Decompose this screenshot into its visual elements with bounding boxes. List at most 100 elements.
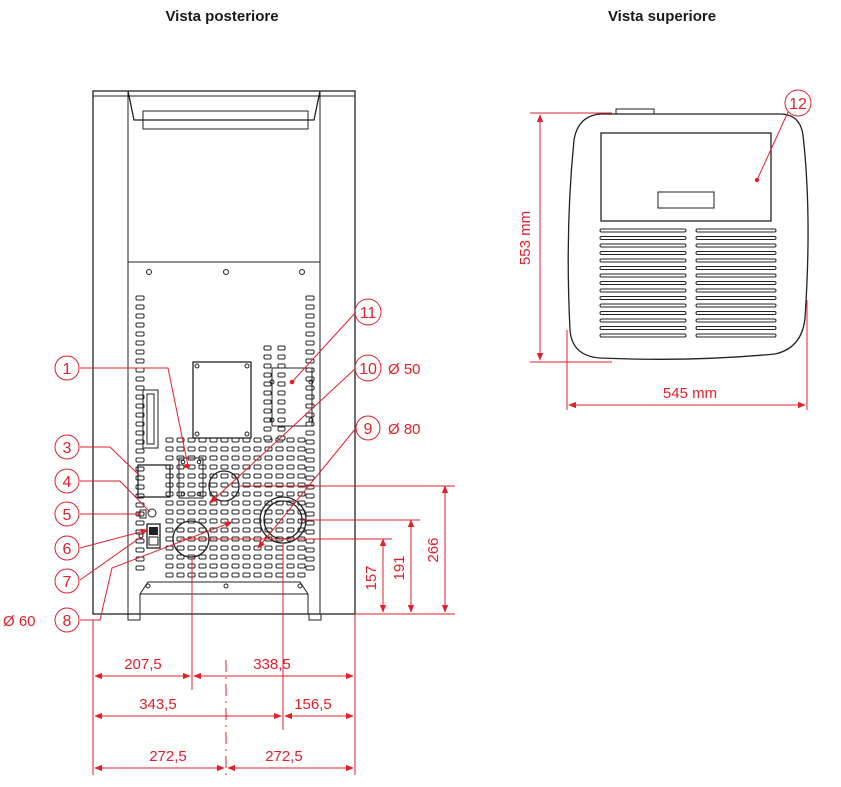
- vent-slot: [253, 563, 262, 569]
- vent-slot: [263, 390, 272, 396]
- vent-slot: [209, 554, 218, 560]
- top-vent-slot: [695, 318, 777, 323]
- top-vent-slot: [599, 326, 687, 330]
- top-vent-slot: [599, 296, 687, 300]
- inspection-plate: [271, 367, 313, 427]
- svg-text:6: 6: [63, 541, 72, 558]
- vent-slot: [220, 482, 229, 488]
- vent-slot: [305, 385, 315, 391]
- svg-text:8: 8: [63, 613, 72, 630]
- vent-slot: [253, 437, 262, 443]
- vent-slot: [242, 473, 251, 479]
- vent-slot: [176, 509, 185, 515]
- vent-slot: [263, 345, 272, 351]
- vent-slot: [305, 520, 315, 526]
- vent-slot: [263, 417, 272, 423]
- vent-slot: [135, 565, 145, 571]
- top-vent-slot: [695, 303, 777, 308]
- top-vent-slot: [599, 243, 687, 248]
- svg-text:5: 5: [63, 507, 72, 524]
- vent-slot: [286, 572, 295, 578]
- vent-slot: [209, 446, 218, 452]
- vent-slot: [297, 554, 306, 560]
- vent-slot: [176, 482, 185, 488]
- vent-slot: [286, 545, 295, 551]
- top-vent-slot: [599, 318, 687, 323]
- vent-slot: [263, 354, 272, 360]
- vent-slot: [277, 408, 286, 414]
- vent-slot: [275, 527, 284, 533]
- vent-slot: [297, 464, 306, 470]
- vent-slot: [231, 446, 240, 452]
- vent-slot: [305, 529, 315, 535]
- vent-slot: [305, 457, 315, 463]
- vent-slot: [275, 545, 284, 551]
- vent-slot: [263, 363, 272, 369]
- vent-slot: [263, 408, 272, 414]
- component-4-knob: [147, 508, 157, 518]
- vent-slot: [264, 464, 273, 470]
- vent-slot: [277, 390, 286, 396]
- vent-slot: [305, 538, 315, 544]
- vent-slot: [135, 331, 145, 337]
- vent-slot: [198, 572, 207, 578]
- vent-slot: [305, 547, 315, 553]
- vent-slot: [187, 473, 196, 479]
- vent-slot: [165, 572, 174, 578]
- vent-slot: [305, 565, 315, 571]
- vent-slot: [231, 455, 240, 461]
- vent-slot: [165, 509, 174, 515]
- callout-6: 6: [54, 535, 80, 561]
- vent-slot: [209, 563, 218, 569]
- top-lid-handle: [142, 110, 309, 130]
- vent-slot: [286, 518, 295, 524]
- dim-156-5: 156,5: [294, 696, 332, 713]
- vent-slot: [135, 439, 145, 445]
- vent-slot: [220, 545, 229, 551]
- vent-slot: [135, 421, 145, 427]
- vent-slot: [253, 464, 262, 470]
- callout-1: 1: [54, 355, 80, 381]
- vent-slot: [305, 421, 315, 427]
- callout-4: 4: [54, 468, 80, 494]
- callout-3: 3: [54, 434, 80, 460]
- hopper-handle: [657, 191, 715, 209]
- power-switch: [146, 523, 161, 549]
- vent-slot: [305, 322, 315, 328]
- vent-slot: [297, 473, 306, 479]
- top-vent-slot: [599, 303, 687, 308]
- vent-slot: [135, 403, 145, 409]
- vent-slot: [305, 295, 315, 301]
- vent-slot: [305, 475, 315, 481]
- vent-slot: [176, 554, 185, 560]
- vent-slot: [277, 426, 286, 432]
- vent-slot: [253, 572, 262, 578]
- top-view-title: Vista superiore: [608, 8, 716, 25]
- vent-slot: [135, 349, 145, 355]
- vent-slot: [135, 475, 145, 481]
- vent-slot: [275, 464, 284, 470]
- vent-slot: [305, 511, 315, 517]
- top-vent-slot: [695, 296, 777, 300]
- vent-slot: [275, 572, 284, 578]
- vent-slot: [198, 446, 207, 452]
- vent-slot: [253, 518, 262, 524]
- vent-slot: [231, 482, 240, 488]
- vent-slot: [297, 446, 306, 452]
- dim-272-5-right: 272,5: [265, 748, 303, 765]
- top-vent-slot: [599, 251, 687, 255]
- vent-slot: [277, 345, 286, 351]
- dim-191: 191: [391, 555, 408, 580]
- vent-slot: [231, 554, 240, 560]
- svg-text:1: 1: [63, 361, 72, 378]
- label-d60: Ø 60: [3, 613, 36, 630]
- rear-view-title: Vista posteriore: [165, 8, 278, 25]
- vent-slot: [264, 491, 273, 497]
- vent-slot: [275, 473, 284, 479]
- vent-slot: [305, 313, 315, 319]
- vent-slot: [264, 572, 273, 578]
- vent-slot: [263, 372, 272, 378]
- vent-slot: [165, 527, 174, 533]
- vent-slot: [242, 563, 251, 569]
- vent-slot: [305, 493, 315, 499]
